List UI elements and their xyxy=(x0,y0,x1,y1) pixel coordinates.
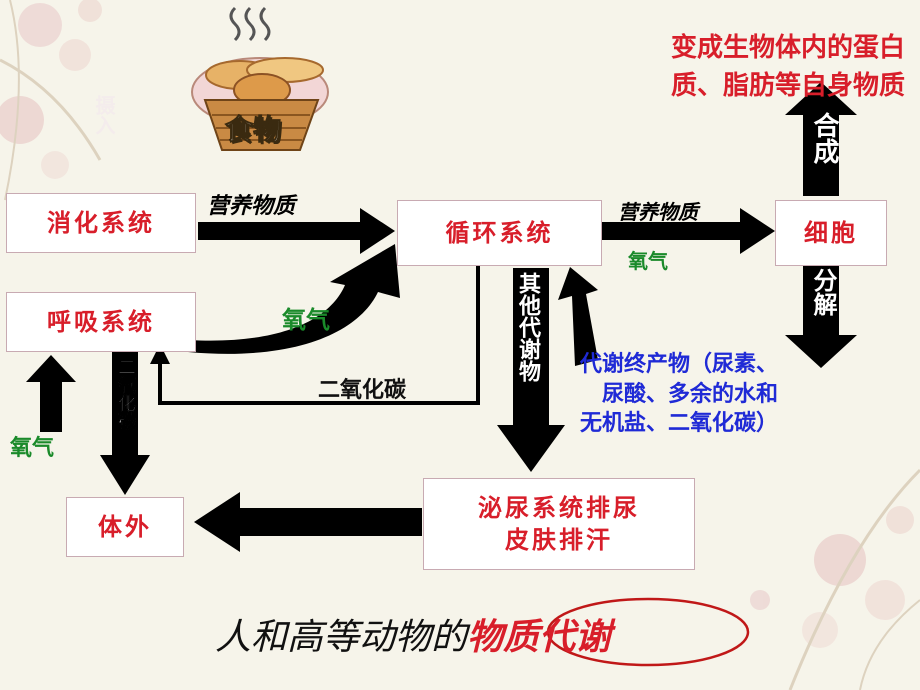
decomposition-label: 分解 xyxy=(809,268,837,316)
synthesis-label: 合成 xyxy=(809,112,839,164)
food-label: 食物 xyxy=(224,113,282,147)
end-products-line-2: 尿酸、多余的水和 xyxy=(602,381,779,407)
cell-box: 细胞 xyxy=(775,200,887,266)
title-prefix: 人和高等动物的 xyxy=(215,617,468,658)
oxygen-in-label: 氧气 xyxy=(10,436,55,461)
circulatory-system-box: 循环系统 xyxy=(397,200,602,266)
arrow-excretion-to-outside xyxy=(194,492,422,552)
excretion-box: 泌尿系统排尿 皮肤排汗 xyxy=(423,478,695,570)
arrow-end-products-up xyxy=(558,267,598,366)
co2-out-label: 二氧化碳 xyxy=(115,358,137,431)
other-metabolites-label: 其他代谢物 xyxy=(515,272,540,382)
oxygen-to-cell-label: 氧气 xyxy=(628,249,668,273)
co2-return-label: 二氧化碳 xyxy=(318,378,407,403)
excretion-line-1: 泌尿系统排尿 xyxy=(478,493,640,522)
arrow-co2-down xyxy=(100,352,150,495)
outside-box: 体外 xyxy=(66,497,184,557)
becomes-line-1: 变成生物体内的蛋白 xyxy=(670,33,905,63)
arrow-co2-head xyxy=(150,344,170,364)
respiratory-system-box: 呼吸系统 xyxy=(6,292,196,352)
arrow-digestive-to-circulatory xyxy=(198,208,395,254)
nutrients-label-2: 营养物质 xyxy=(618,200,698,224)
end-products-line-1: 代谢终产物（尿素、 xyxy=(580,352,779,377)
title-highlight-oval xyxy=(546,597,750,667)
arrow-oxygen-curve xyxy=(188,244,400,354)
bread-basket-icon xyxy=(191,6,329,151)
arrow-co2-line xyxy=(158,266,480,405)
intake-label: 摄入 xyxy=(92,95,116,135)
end-products-line-3: 无机盐、二氧化碳） xyxy=(580,411,779,437)
title-highlight: 物质代谢 xyxy=(467,616,612,658)
arrow-circulatory-to-cell xyxy=(602,208,775,254)
digestive-system-box: 消化系统 xyxy=(6,193,196,253)
arrow-oxygen-up xyxy=(26,355,76,432)
becomes-text: 变成生物体内的蛋白 质、脂肪等自身物质 xyxy=(585,30,905,105)
excretion-line-2: 皮肤排汗 xyxy=(505,526,613,554)
arrow-cell-up xyxy=(785,82,857,196)
oxygen-curve-label: 氧气 xyxy=(282,306,330,334)
end-products-text: 代谢终产物（尿素、 尿酸、多余的水和 无机盐、二氧化碳） xyxy=(580,350,778,439)
arrow-other-metabolites xyxy=(497,268,565,472)
page-title: 人和高等动物的物质代谢 xyxy=(215,608,611,660)
becomes-line-2: 质、脂肪等自身物质 xyxy=(670,70,905,101)
arrow-cell-down xyxy=(785,266,857,368)
nutrients-label-1: 营养物质 xyxy=(207,194,296,219)
